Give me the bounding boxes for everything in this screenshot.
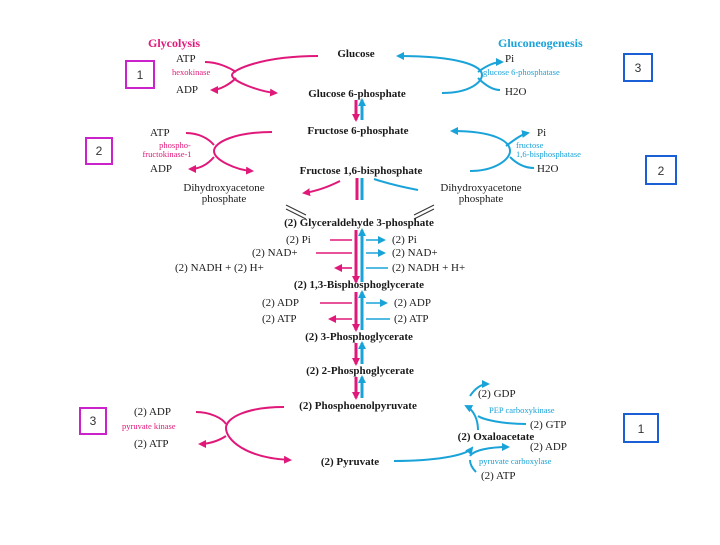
oaa-label: (2) Oxaloacetate xyxy=(458,431,535,443)
f16bp-label: Fructose 1,6-bisphosphate xyxy=(300,165,423,177)
aldolase-right-arrow xyxy=(373,178,419,191)
isomerase-right-equilibrium xyxy=(413,204,435,220)
h2o-1: H2O xyxy=(505,86,526,98)
pyruvate-kinase-adp-in xyxy=(195,411,227,425)
nadh-left: (2) NADH + (2) H+ xyxy=(175,262,264,274)
step-box-right-top: 3 xyxy=(623,53,653,82)
adp-1: ADP xyxy=(176,84,198,96)
g6pase-label: glucose 6-phosphatase xyxy=(483,67,560,77)
step-box-left-bottom: 3 xyxy=(79,407,107,435)
glucose-label: Glucose xyxy=(337,48,374,60)
hexokinase-label: hexokinase xyxy=(172,67,210,77)
pep-label: (2) Phosphoenolpyruvate xyxy=(299,400,417,412)
dhap-left-line2: phosphate xyxy=(202,193,247,205)
g6p-label: Glucose 6-phosphate xyxy=(308,88,406,100)
adp-right: (2) ADP xyxy=(394,297,431,309)
pyruvate-label: (2) Pyruvate xyxy=(321,456,379,468)
step-box-left-top: 1 xyxy=(125,60,155,89)
step-box-right-mid: 2 xyxy=(645,155,677,185)
pyruvate-kinase-atp-out xyxy=(198,435,227,448)
pepck-gdp-out xyxy=(469,380,490,397)
pyruvate-kinase-arrow xyxy=(224,406,292,464)
fbpase-arrow xyxy=(450,127,512,172)
g6pase-arrow xyxy=(396,52,484,94)
h2o-2: H2O xyxy=(537,163,558,175)
pg2-label: (2) 2-Phosphoglycerate xyxy=(306,365,414,377)
isomerase-left-equilibrium xyxy=(285,204,307,220)
nad-left: (2) NAD+ xyxy=(252,247,298,259)
fbpase-h2o-in xyxy=(509,156,535,169)
f6p-label: Fructose 6-phosphate xyxy=(307,125,408,137)
gtp: (2) GTP xyxy=(530,419,566,431)
pi-right: (2) Pi xyxy=(392,234,417,246)
pfk1-label-line1: phospho- xyxy=(159,140,191,150)
pyruvate-kinase-label: pyruvate kinase xyxy=(122,421,176,431)
nadh-right: (2) NADH + H+ xyxy=(392,262,465,274)
fbpase-label-line2: 1,6-bisphosphatase xyxy=(516,149,581,159)
step-number: 2 xyxy=(96,144,103,158)
dhap-left-line1: Dihydroxyacetone xyxy=(183,182,264,194)
gdp: (2) GDP xyxy=(478,388,516,400)
bpg-label: (2) 1,3-Bisphosphoglycerate xyxy=(294,279,424,291)
g6pase-pi-out xyxy=(477,58,504,73)
g6pase-h2o-in xyxy=(477,77,501,91)
hexokinase-atp-in xyxy=(204,61,237,73)
atp-left: (2) ATP xyxy=(262,313,297,325)
step-box-left-mid: 2 xyxy=(85,137,113,165)
pg3-label: (2) 3-Phosphoglycerate xyxy=(305,331,413,343)
adp-2: ADP xyxy=(150,163,172,175)
atp-right: (2) ATP xyxy=(394,313,429,325)
pc-adp-out xyxy=(469,443,510,457)
atp-pk: (2) ATP xyxy=(134,438,169,450)
adp-pc: (2) ADP xyxy=(530,441,567,453)
atp-2: ATP xyxy=(150,127,170,139)
atp-1: ATP xyxy=(176,53,196,65)
fbpase-label-line1: fructose xyxy=(516,140,544,150)
gluconeogenesis-header: Gluconeogenesis xyxy=(498,36,583,50)
pfk1-adp-out xyxy=(188,156,215,173)
nad-right: (2) NAD+ xyxy=(392,247,438,259)
pfk1-arrow xyxy=(212,131,273,175)
atp-pc: (2) ATP xyxy=(481,470,516,482)
step-number: 3 xyxy=(90,414,97,428)
pyruvate-carboxylase-arrow xyxy=(393,446,474,462)
aldolase-left-arrow xyxy=(302,180,341,197)
glycolysis-header: Glycolysis xyxy=(148,36,200,50)
fbpase-pi-out xyxy=(505,130,530,147)
adp-pk: (2) ADP xyxy=(134,406,171,418)
pfk1-label-line2: fructokinase-1 xyxy=(142,149,191,159)
step-number: 1 xyxy=(638,422,645,436)
pi-1: Pi xyxy=(505,53,514,65)
pi-left: (2) Pi xyxy=(286,234,311,246)
pepck-arrow xyxy=(464,405,479,431)
dhap-right-line2: phosphate xyxy=(459,193,504,205)
central-flux-bars xyxy=(352,98,366,400)
pfk1-atp-in xyxy=(185,132,215,146)
pc-label: pyruvate carboxylase xyxy=(479,456,552,466)
pi-2: Pi xyxy=(537,127,546,139)
hexokinase-adp-out xyxy=(210,77,237,94)
gap-label: (2) Glyceraldehyde 3-phosphate xyxy=(284,217,434,229)
pepck-label: PEP carboxykinase xyxy=(489,405,555,415)
hexokinase-arrow xyxy=(230,55,319,97)
pc-atp-in xyxy=(469,459,477,473)
dhap-right-line1: Dihydroxyacetone xyxy=(440,182,521,194)
pepck-gtp-in xyxy=(477,415,527,425)
step-number: 2 xyxy=(658,164,665,178)
step-number: 1 xyxy=(137,68,144,82)
step-number: 3 xyxy=(635,61,642,75)
step-box-right-bottom: 1 xyxy=(623,413,659,443)
adp-left: (2) ADP xyxy=(262,297,299,309)
